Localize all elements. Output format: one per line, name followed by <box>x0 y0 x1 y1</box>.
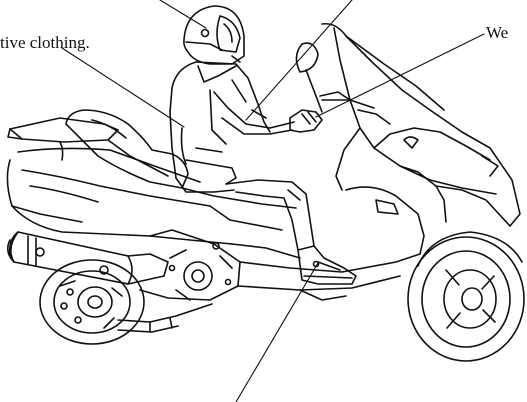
handlebar <box>295 42 375 113</box>
scooter <box>6 22 525 362</box>
protective-clothing-callout: tive clothing. <box>0 33 90 52</box>
front-wheel <box>407 231 525 362</box>
jacket <box>169 61 271 193</box>
muffler <box>6 231 169 285</box>
jacket-leader-line <box>245 0 353 121</box>
front-fairing <box>321 22 521 227</box>
seat <box>65 109 189 189</box>
helmet <box>183 5 245 65</box>
wear-callout: We <box>486 23 509 42</box>
boot <box>297 245 357 285</box>
arm <box>213 91 295 135</box>
leader-lines <box>61 0 485 402</box>
boots-leader-line <box>235 262 319 402</box>
engine <box>117 229 241 333</box>
trousers <box>225 179 315 251</box>
helmet-leader-line <box>159 0 207 29</box>
clothing-leader-line <box>61 47 185 128</box>
rear-body <box>6 117 233 245</box>
glove <box>289 109 323 133</box>
rider <box>169 5 357 285</box>
rear-wheel <box>39 259 145 345</box>
